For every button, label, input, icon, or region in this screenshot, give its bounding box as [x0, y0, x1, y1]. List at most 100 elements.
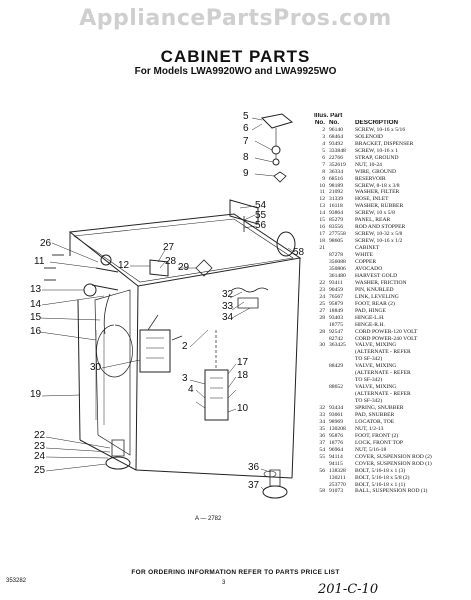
- part-no: 85279: [329, 217, 343, 224]
- description: (ALTERNATE - REFER: [355, 391, 411, 398]
- page-title: CABINET PARTS: [160, 47, 311, 66]
- table-row: TO SF-342): [314, 356, 468, 363]
- callout-37: 37: [248, 480, 260, 491]
- part-no: 92547: [329, 328, 343, 335]
- callout-34: 34: [222, 312, 234, 323]
- illus-no: [314, 259, 329, 266]
- callout-15: 15: [30, 312, 42, 323]
- illus-no: 54: [319, 446, 325, 453]
- illus-no: 24: [319, 293, 325, 300]
- site-watermark: AppliancePartsPros.com: [79, 6, 392, 31]
- description: SCREW, 10 x 5/8: [355, 210, 395, 217]
- part-no: 363425: [329, 342, 346, 349]
- description: SCREW, 10-16 x 1/2: [355, 238, 403, 245]
- callout-24: 24: [34, 451, 46, 462]
- part-no: 130211: [329, 474, 346, 481]
- illus-no: [314, 322, 329, 329]
- illus-no: 9: [322, 175, 325, 182]
- description: CORD POWER-120 VOLT: [355, 328, 418, 335]
- col-illus-no: No.: [314, 119, 325, 126]
- description: BOLT, 5/16-18 x 1 (3): [355, 467, 406, 474]
- lower-code: 353282: [6, 578, 27, 584]
- callout-32: 32: [222, 289, 234, 300]
- callout-33: 33: [222, 301, 234, 312]
- part-no: 18776: [329, 439, 343, 446]
- callout-4: 4: [188, 384, 194, 395]
- table-row: 28 92547 CORD POWER-120 VOLT: [314, 329, 468, 336]
- illus-no: 17: [319, 231, 325, 238]
- part-no: 18775: [329, 321, 343, 328]
- illus-no: 28: [319, 314, 325, 321]
- callout-10: 10: [237, 403, 249, 414]
- callout-14: 14: [30, 299, 42, 310]
- callout-55: 55: [255, 210, 267, 221]
- part-no: 68516: [329, 175, 343, 182]
- description: (ALTERNATE - REFER: [355, 370, 411, 377]
- callout-28: 28: [165, 256, 177, 267]
- part-no: 356088: [329, 259, 346, 266]
- description: VALVE, MIXING: [355, 363, 397, 370]
- part-no: 93411: [329, 279, 343, 286]
- illus-no: [314, 252, 329, 259]
- table-row: TO SF-342): [314, 398, 468, 405]
- callout-11: 11: [34, 256, 45, 267]
- part-no: 36334: [329, 168, 343, 175]
- description: NUT, 5/16-18: [355, 446, 387, 453]
- illus-no: 32: [319, 405, 325, 412]
- ordering-footer: FOR ORDERING INFORMATION REFER TO PARTS …: [131, 569, 340, 576]
- part-no: 91073: [329, 488, 343, 495]
- part-no: 68464: [329, 133, 343, 140]
- callout-18: 18: [237, 370, 249, 381]
- table-row: (ALTERNATE - REFER: [314, 391, 468, 398]
- illus-no: [314, 363, 329, 370]
- part-no: 95876: [329, 432, 343, 439]
- description: BOLT, 5/16-18 x 5/8 (2): [355, 474, 410, 481]
- callout-22: 22: [34, 430, 46, 441]
- table-row: (ALTERNATE - REFER: [314, 349, 468, 356]
- part-no: 277558: [329, 231, 346, 238]
- illus-no: 12: [319, 196, 325, 203]
- illus-no: 34: [319, 418, 325, 425]
- description: CORD POWER-240 VOLT: [355, 335, 418, 342]
- part-no: 95879: [329, 300, 343, 307]
- illus-no: 10: [319, 182, 325, 189]
- part-no: 93434: [329, 405, 343, 412]
- description: PANEL, REAR: [355, 217, 391, 224]
- callout-6: 6: [243, 123, 249, 134]
- illus-no: [314, 349, 329, 356]
- description: LOCATOR, TOE: [355, 418, 395, 425]
- illus-no: 36: [319, 432, 325, 439]
- illus-no: [314, 482, 329, 489]
- part-no: 352619: [329, 161, 346, 168]
- description: NUT, 10-24: [355, 161, 382, 168]
- description: AVOCADO: [355, 265, 383, 272]
- part-no: 130208: [329, 425, 346, 432]
- part-no: 94114: [329, 453, 343, 460]
- description: WHITE: [355, 252, 374, 259]
- callout-13: 13: [30, 284, 42, 295]
- illus-no: 55: [319, 453, 325, 460]
- part-no: 350806: [329, 265, 346, 272]
- illus-no: 28: [319, 328, 325, 335]
- illus-no: [314, 377, 329, 384]
- part-no: 93864: [329, 210, 343, 217]
- illus-no: 33: [319, 411, 325, 418]
- table-row: TO SF-342): [314, 377, 468, 384]
